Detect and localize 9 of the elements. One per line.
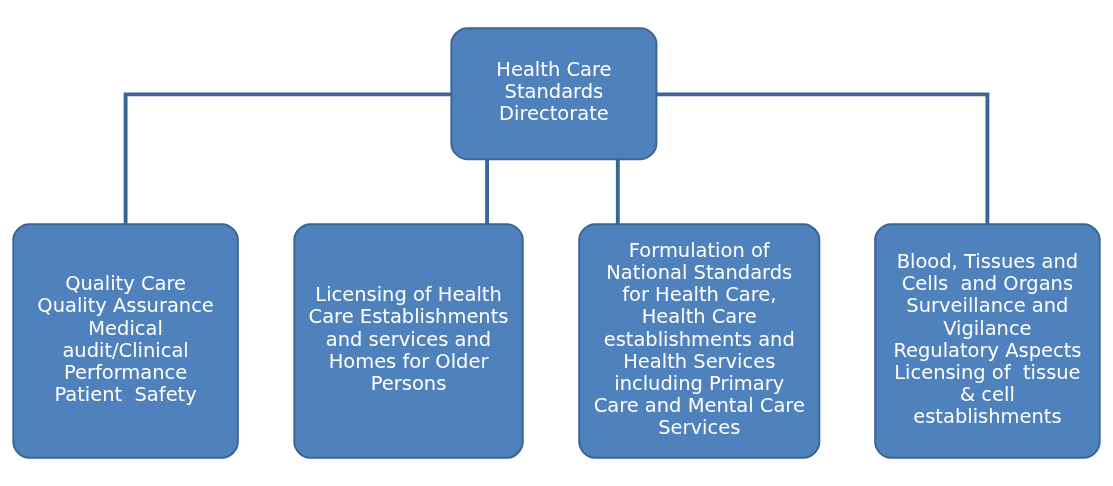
node-box: Health Care Standards Directorate	[450, 27, 658, 161]
node-box: Blood, Tissues and Cells and Organs Surveillance and Vigilance Regulatory Aspects Licensing of tissue & cell establishments	[874, 223, 1101, 459]
node-box: Licensing of Health Care Establishments and services and Homes for Older Persons	[293, 223, 524, 459]
connector	[656, 92, 990, 224]
connector	[123, 92, 452, 224]
node-box: Quality Care Quality Assurance Medical audit/Clinical Performance Patient Safety	[12, 223, 239, 459]
node-box: Formulation of National Standards for Health Care, Health Care establishments and Health Services including Primary Care and Mental Care Services	[578, 223, 821, 459]
connector	[615, 159, 620, 224]
connector	[485, 159, 489, 224]
